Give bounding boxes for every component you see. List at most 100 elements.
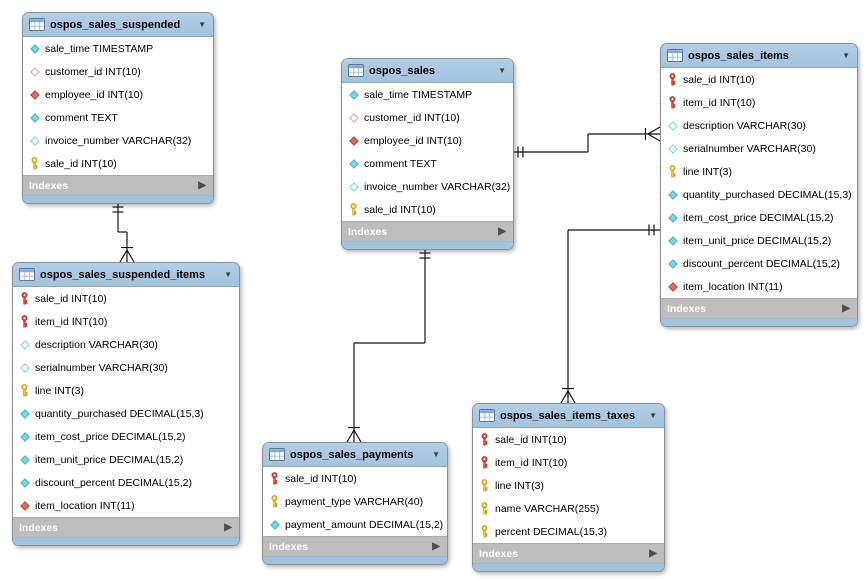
column-row[interactable]: line INT(3)	[13, 379, 239, 402]
column-row[interactable]: quantity_purchased DECIMAL(15,3)	[661, 183, 857, 206]
collapse-triangle-icon[interactable]: ▼	[198, 19, 206, 29]
column-row[interactable]: item_location INT(11)	[13, 494, 239, 517]
collapse-triangle-icon[interactable]: ▼	[842, 50, 850, 60]
indexes-label: Indexes	[19, 521, 59, 534]
table-node-ospos_sales_items_taxes[interactable]: ospos_sales_items_taxes▼sale_id INT(10) i…	[472, 403, 665, 572]
table-bottom-strip	[661, 318, 857, 326]
attribute-notnull-icon	[348, 89, 359, 100]
indexes-section[interactable]: Indexes▶	[263, 536, 447, 556]
column-row[interactable]: payment_type VARCHAR(40)	[263, 490, 447, 513]
column-row[interactable]: line INT(3)	[661, 160, 857, 183]
table-header[interactable]: ospos_sales▼	[342, 59, 513, 83]
column-text: line INT(3)	[35, 384, 85, 397]
collapse-triangle-icon[interactable]: ▼	[498, 65, 506, 75]
table-node-ospos_sales_items[interactable]: ospos_sales_items ▼ sale_id INT(10) item_id…	[660, 43, 858, 327]
indexes-section[interactable]: Indexes▶	[23, 175, 213, 195]
table-header[interactable]: ospos_sales_items ▼	[661, 44, 857, 68]
indexes-section[interactable]: Indexes ▶	[13, 517, 239, 537]
column-row[interactable]: description VARCHAR(30)	[13, 333, 239, 356]
collapse-triangle-icon[interactable]: ▼	[649, 410, 657, 420]
column-text: percent DECIMAL(15,3)	[495, 525, 608, 538]
column-row[interactable]: serialnumber VARCHAR(30)	[13, 356, 239, 379]
column-row[interactable]: item_id INT(10)	[661, 91, 857, 114]
collapse-triangle-icon[interactable]: ▼	[224, 269, 232, 279]
column-text: item_id INT(10)	[495, 456, 568, 469]
column-row[interactable]: sale_time TIMESTAMP	[23, 37, 213, 60]
column-row[interactable]: invoice_number VARCHAR(32)	[342, 175, 513, 198]
table-node-ospos_sales_payments[interactable]: ospos_sales_payments▼sale_id INT(10)paym…	[262, 442, 448, 565]
column-row[interactable]: invoice_number VARCHAR(32)	[23, 129, 213, 152]
expand-triangle-icon[interactable]: ▶	[432, 540, 440, 552]
column-row[interactable]: sale_id INT(10)	[473, 428, 664, 451]
column-row[interactable]: comment TEXT	[342, 152, 513, 175]
indexes-label: Indexes	[667, 302, 707, 315]
column-row[interactable]: customer_id INT(10)	[342, 106, 513, 129]
primary-foreign-key-icon	[19, 292, 30, 305]
attribute-notnull-icon	[667, 258, 678, 269]
primary-key-icon	[479, 525, 490, 538]
column-text: serialnumber VARCHAR(30)	[35, 361, 168, 374]
primary-key-icon	[19, 384, 30, 397]
column-row[interactable]: item_id INT(10)	[13, 310, 239, 333]
column-row[interactable]: sale_time TIMESTAMP	[342, 83, 513, 106]
column-row[interactable]: description VARCHAR(30)	[661, 114, 857, 137]
column-row[interactable]: sale_id INT(10)	[13, 287, 239, 310]
foreign-key-notnull-icon	[29, 89, 40, 100]
table-title: ospos_sales_items	[688, 49, 789, 62]
table-header[interactable]: ospos_sales_payments▼	[263, 443, 447, 467]
column-row[interactable]: sale_id INT(10)	[661, 68, 857, 91]
table-node-ospos_sales_suspended[interactable]: ospos_sales_suspended▼sale_time TIMESTAM…	[22, 12, 214, 204]
table-node-ospos_sales_suspended_items[interactable]: ospos_sales_suspended_items ▼ sale_id INT(…	[12, 262, 240, 546]
column-row[interactable]: item_unit_price DECIMAL(15,2)	[13, 448, 239, 471]
column-text: item_id INT(10)	[683, 96, 756, 109]
attribute-notnull-icon	[269, 519, 280, 530]
collapse-triangle-icon[interactable]: ▼	[432, 449, 440, 459]
column-row[interactable]: name VARCHAR(255)	[473, 497, 664, 520]
indexes-section[interactable]: Indexes▶	[342, 221, 513, 241]
relationship-connector[interactable]	[346, 247, 431, 443]
primary-foreign-key-icon	[479, 433, 490, 446]
indexes-section[interactable]: Indexes ▶	[661, 298, 857, 318]
column-row[interactable]: item_cost_price DECIMAL(15,2)	[13, 425, 239, 448]
column-row[interactable]: sale_id INT(10)	[342, 198, 513, 221]
column-row[interactable]: employee_id INT(10)	[342, 129, 513, 152]
column-text: sale_id INT(10)	[683, 73, 755, 86]
column-row[interactable]: sale_id INT(10)	[23, 152, 213, 175]
relationship-connector[interactable]	[112, 201, 135, 263]
expand-triangle-icon[interactable]: ▶	[198, 179, 206, 191]
column-row[interactable]: employee_id INT(10)	[23, 83, 213, 106]
column-row[interactable]: discount_percent DECIMAL(15,2)	[661, 252, 857, 275]
expand-triangle-icon[interactable]: ▶	[842, 302, 850, 314]
expand-triangle-icon[interactable]: ▶	[498, 225, 506, 237]
table-header[interactable]: ospos_sales_items_taxes▼	[473, 404, 664, 428]
column-row[interactable]: payment_amount DECIMAL(15,2)	[263, 513, 447, 536]
column-row[interactable]: customer_id INT(10)	[23, 60, 213, 83]
relationship-connector[interactable]	[512, 126, 661, 158]
column-text: quantity_purchased DECIMAL(15,3)	[35, 407, 204, 420]
column-row[interactable]: item_cost_price DECIMAL(15,2)	[661, 206, 857, 229]
column-row[interactable]: item_id INT(10)	[473, 451, 664, 474]
column-row[interactable]: sale_id INT(10)	[263, 467, 447, 490]
column-row[interactable]: line INT(3)	[473, 474, 664, 497]
relationship-connector[interactable]	[560, 224, 660, 404]
column-row[interactable]: discount_percent DECIMAL(15,2)	[13, 471, 239, 494]
table-header[interactable]: ospos_sales_suspended_items ▼	[13, 263, 239, 287]
column-row[interactable]: item_location INT(11)	[661, 275, 857, 298]
attribute-nullable-icon	[348, 181, 359, 192]
primary-key-icon	[479, 502, 490, 515]
column-row[interactable]: quantity_purchased DECIMAL(15,3)	[13, 402, 239, 425]
primary-key-icon	[479, 479, 490, 492]
expand-triangle-icon[interactable]: ▶	[224, 521, 232, 533]
indexes-section[interactable]: Indexes▶	[473, 543, 664, 563]
table-title: ospos_sales_suspended_items	[40, 268, 206, 281]
column-text: item_unit_price DECIMAL(15,2)	[35, 453, 184, 466]
column-row[interactable]: serialnumber VARCHAR(30)	[661, 137, 857, 160]
column-row[interactable]: comment TEXT	[23, 106, 213, 129]
table-header[interactable]: ospos_sales_suspended▼	[23, 13, 213, 37]
expand-triangle-icon[interactable]: ▶	[649, 547, 657, 559]
column-text: employee_id INT(10)	[364, 134, 463, 147]
column-row[interactable]: item_unit_price DECIMAL(15,2)	[661, 229, 857, 252]
column-row[interactable]: percent DECIMAL(15,3)	[473, 520, 664, 543]
